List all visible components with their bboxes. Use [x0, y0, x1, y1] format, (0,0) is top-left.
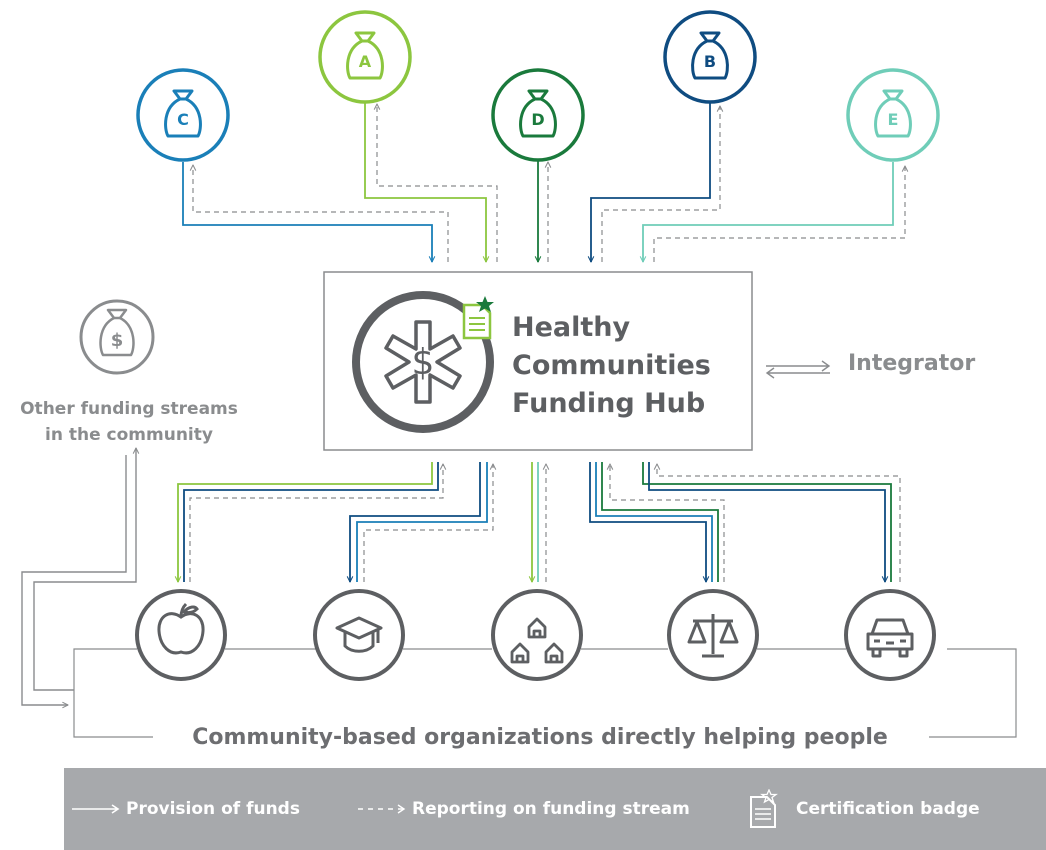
money-bag-icon [99, 308, 135, 357]
org1-provision-green [178, 462, 433, 582]
certification-badge-icon [750, 789, 778, 828]
money-bag-icon [691, 31, 729, 80]
community-label: Community-based organizations directly h… [192, 725, 888, 750]
funder-letter: C [177, 110, 189, 129]
other-streams-flows [21, 448, 136, 705]
legend-certification: Certification badge [748, 768, 980, 850]
organization-nodes [135, 589, 936, 681]
apple-icon [157, 602, 205, 655]
other-streams-reporting-line [33, 448, 136, 691]
other-streams-label-line2: in the community [45, 425, 213, 445]
funder-b-reporting-line [601, 106, 720, 262]
certification-badge-icon [462, 296, 494, 340]
funder-circle[interactable] [663, 10, 757, 104]
legend-provision-label: Provision of funds [126, 799, 300, 819]
org4-provision-navy [589, 462, 706, 582]
legend-certification-label: Certification badge [796, 799, 980, 819]
community-bracket [73, 648, 1017, 738]
funder-c-reporting-line [193, 165, 449, 262]
funder-letter: E [888, 110, 899, 129]
funder-nodes: C A D B E [136, 10, 940, 162]
solid-arrow-icon [72, 804, 120, 814]
org-apple-circle[interactable] [135, 589, 227, 681]
integrator-label: Integrator [848, 351, 975, 376]
hub-title-line2: Communities [512, 350, 711, 381]
funder-letter: D [531, 110, 544, 129]
funder-letter: A [359, 52, 372, 71]
funder-node-c[interactable]: C [136, 68, 230, 162]
other-streams-symbol: $ [111, 330, 124, 351]
funder-a-reporting-line [377, 104, 498, 262]
integrator-arrow-icon [765, 360, 831, 379]
dashed-arrow-icon [358, 804, 406, 814]
graduation-cap-icon [335, 616, 383, 653]
org5-reporting [657, 464, 901, 582]
org4-provision-green [601, 462, 719, 582]
funder-flows [182, 100, 905, 262]
org2-provision-lightblue [356, 462, 488, 582]
money-bag-icon [519, 89, 557, 138]
car-icon [866, 618, 914, 658]
scales-icon [687, 614, 739, 658]
funder-e-reporting-line [653, 166, 905, 262]
funder-b-provision-line [591, 102, 711, 262]
funder-node-d[interactable]: D [491, 68, 585, 162]
other-streams-circle[interactable] [79, 299, 155, 375]
legend-bar: Provision of funds Reporting on funding … [64, 768, 1046, 850]
funding-hub-diagram: Community-based organizations directly h… [20, 10, 1017, 750]
funder-node-e[interactable]: E [846, 68, 940, 162]
funder-c-provision-line [182, 162, 432, 262]
money-bag-icon [164, 89, 202, 138]
funder-a-provision-line [364, 100, 486, 262]
funder-circle[interactable] [136, 68, 230, 162]
star-of-life-icon [384, 320, 462, 404]
org1-provision-blue [183, 462, 439, 582]
org5-provision-navy [648, 462, 885, 582]
hub-to-org-flows [178, 462, 901, 582]
money-bag-icon [346, 31, 384, 80]
legend-reporting: Reporting on funding stream [358, 768, 690, 850]
hub-title-line3: Funding Hub [512, 388, 705, 419]
funder-circle[interactable] [846, 68, 940, 162]
hub-title-line1: Healthy [512, 312, 631, 343]
org-housing-circle[interactable] [491, 589, 583, 681]
org2-provision-blue [350, 462, 481, 582]
funder-node-b[interactable]: B [663, 10, 757, 104]
org-education-circle[interactable] [313, 589, 405, 681]
hub-logo: $ [352, 291, 494, 433]
org1-reporting [189, 464, 443, 582]
money-bag-icon [874, 89, 912, 138]
legend-provision: Provision of funds [72, 768, 300, 850]
org2-reporting [363, 464, 493, 582]
funder-node-a[interactable]: A [318, 10, 412, 104]
org4-provision-blue [595, 462, 713, 582]
legend-reporting-label: Reporting on funding stream [412, 799, 690, 819]
funder-circle[interactable] [491, 68, 585, 162]
org4-reporting [610, 464, 725, 582]
houses-icon [510, 617, 564, 664]
funder-letter: B [704, 52, 716, 71]
other-streams-label-line1: Other funding streams [20, 399, 238, 419]
funder-e-provision-line [643, 162, 894, 262]
dollar-sign-icon: $ [412, 342, 435, 383]
funder-circle[interactable] [318, 10, 412, 104]
org5-provision-green [642, 462, 892, 582]
other-streams-provision-line [21, 455, 127, 705]
